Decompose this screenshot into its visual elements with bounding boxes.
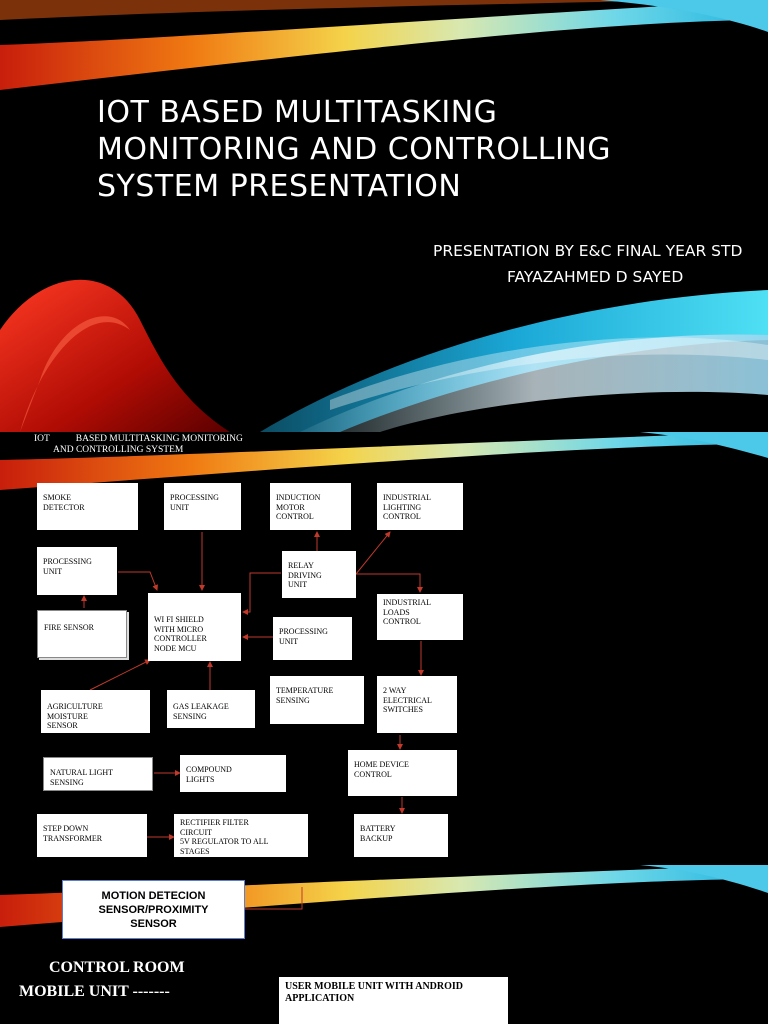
wifi-shield-mcu-block: WI FI SHIELD WITH MICRO CONTROLLER NODE … [148, 593, 241, 661]
fire-sensor-block: FIRE SENSOR [37, 610, 127, 658]
title-slide: IOT BASED MULTITASKING MONITORING AND CO… [0, 0, 768, 432]
processing-unit-block: PROCESSING UNIT [273, 617, 352, 660]
swoosh-decoration [0, 0, 768, 432]
industrial-lighting-block: INDUSTRIAL LIGHTING CONTROL [377, 483, 463, 530]
step-down-transformer-block: STEP DOWN TRANSFORMER [37, 814, 147, 857]
title-line: IOT BASED MULTITASKING [97, 95, 498, 130]
control-room-label: CONTROL ROOM [49, 959, 185, 976]
relay-driving-block: RELAY DRIVING UNIT [282, 551, 356, 598]
presentation-title: IOT BASED MULTITASKING MONITORING AND CO… [97, 94, 737, 205]
mobile-unit-label: MOBILE UNIT ------- [19, 983, 170, 1000]
smoke-detector-block: SMOKE DETECTOR [37, 483, 138, 530]
natural-light-block: NATURAL LIGHT SENSING [43, 757, 153, 791]
header-line: IOT BASED MULTITASKING MONITORING [34, 434, 243, 444]
home-device-block: HOME DEVICE CONTROL [348, 750, 457, 796]
gas-leakage-block: GAS LEAKAGE SENSING [167, 690, 255, 728]
swoosh-decoration [0, 432, 768, 490]
agriculture-moisture-block: AGRICULTURE MOISTURE SENSOR [41, 690, 150, 733]
subtitle-presenter: PRESENTATION BY E&C FINAL YEAR STD [433, 242, 743, 260]
header-line: AND CONTROLLING SYSTEM [53, 445, 184, 455]
subtitle-author: FAYAZAHMED D SAYED [507, 268, 684, 286]
diagram-header: IOT BASED MULTITASKING MONITORING AND CO… [34, 434, 243, 456]
compound-lights-block: COMPOUND LIGHTS [180, 755, 286, 792]
battery-backup-block: BATTERY BACKUP [354, 814, 448, 857]
block-diagram-slide: IOT BASED MULTITASKING MONITORING AND CO… [0, 432, 768, 865]
induction-motor-block: INDUCTION MOTOR CONTROL [270, 483, 351, 530]
rectifier-regulator-block: RECTIFIER FILTER CIRCUIT 5V REGULATOR TO… [174, 814, 308, 857]
motion-proximity-sensor-block: MOTION DETECION SENSOR/PROXIMITY SENSOR [62, 880, 245, 939]
title-line: SYSTEM PRESENTATION [97, 169, 462, 204]
diagram-arrows [81, 531, 424, 840]
electrical-switches-block: 2 WAY ELECTRICAL SWITCHES [377, 676, 457, 733]
user-mobile-unit-block: USER MOBILE UNIT WITH ANDROID APPLICATIO… [279, 977, 508, 1024]
control-room-slide: MOTION DETECION SENSOR/PROXIMITY SENSOR … [0, 865, 768, 1024]
processing-unit-block: PROCESSING UNIT [164, 483, 241, 530]
industrial-loads-block: INDUSTRIAL LOADS CONTROL [377, 594, 463, 640]
title-line: MONITORING AND CONTROLLING [97, 132, 611, 167]
processing-unit-block: PROCESSING UNIT [37, 547, 117, 595]
temperature-sensing-block: TEMPERATURE SENSING [270, 676, 364, 724]
